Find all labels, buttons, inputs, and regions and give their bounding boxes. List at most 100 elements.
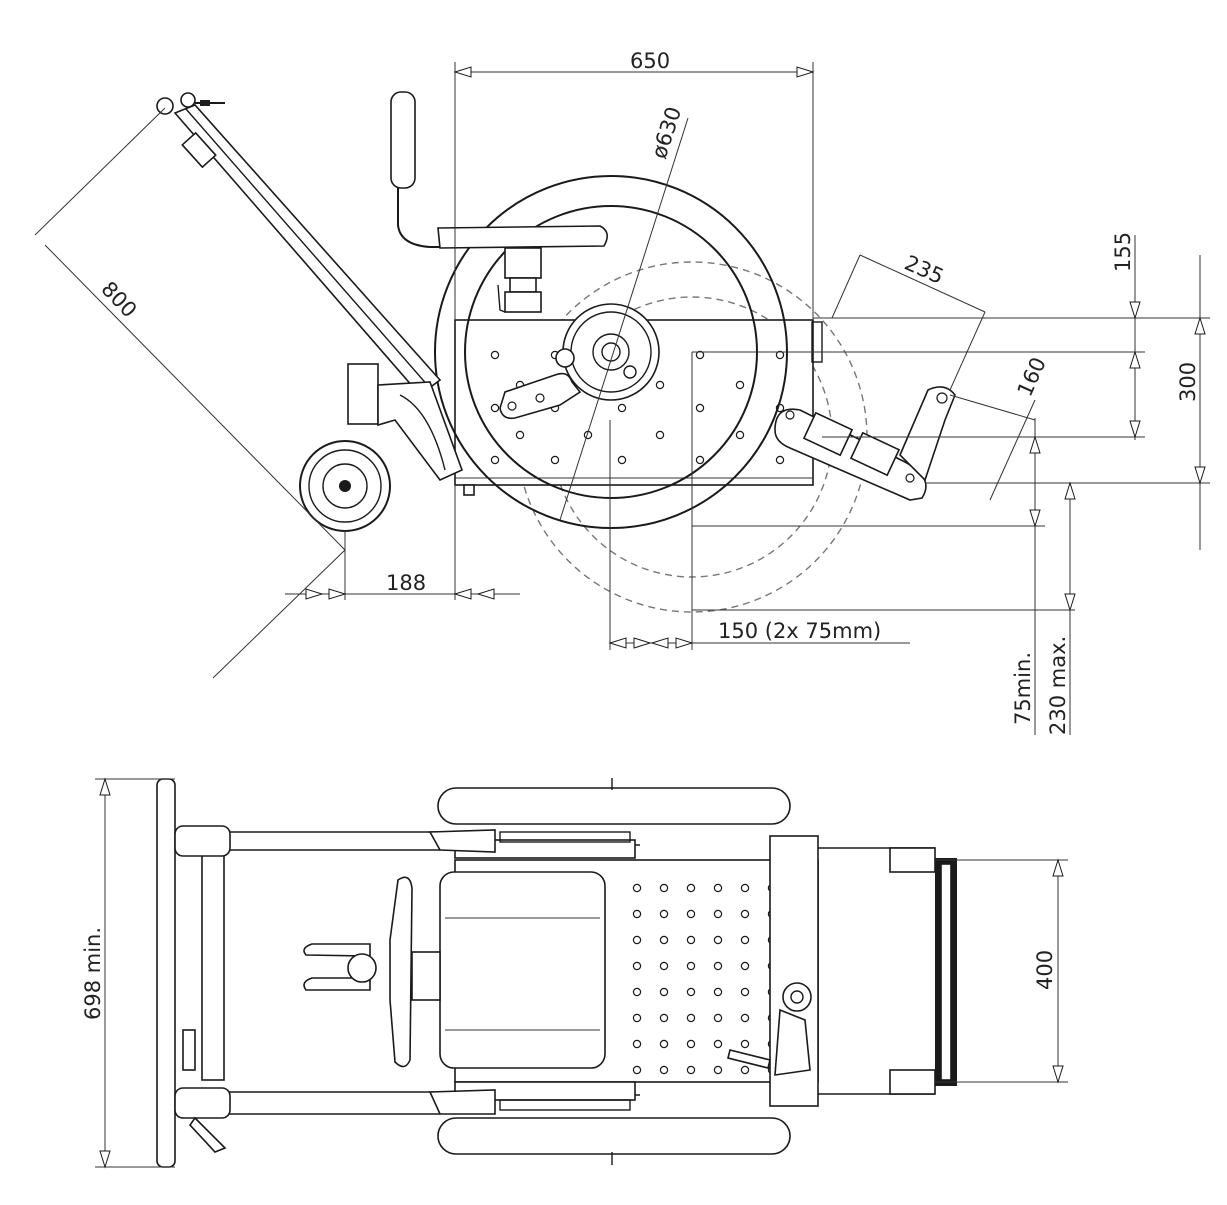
frame-foot xyxy=(463,484,475,496)
frame-hole xyxy=(740,1065,750,1075)
top-view: 698 min. 400 xyxy=(81,777,1068,1169)
top-backrest xyxy=(389,876,413,1068)
dimension-arrowhead xyxy=(796,66,815,78)
frame-hole xyxy=(632,1065,642,1075)
dimension-arrowhead xyxy=(1194,316,1206,335)
dimension-arrowhead xyxy=(1064,593,1076,612)
push-handle xyxy=(156,92,442,397)
frame-hole xyxy=(740,1039,750,1049)
dimension-arrowhead xyxy=(1129,301,1141,320)
frame-hole xyxy=(659,935,669,945)
dim-label-188: 188 xyxy=(386,571,426,595)
dim-label-155: 155 xyxy=(1111,232,1135,272)
dimension-arrowhead xyxy=(675,637,694,649)
dimension-arrowhead xyxy=(328,588,347,600)
frame-hole xyxy=(713,1065,723,1075)
frame-hole xyxy=(490,403,500,413)
dim-label-230max: 230 max. xyxy=(1046,636,1070,735)
frame-hole xyxy=(632,987,642,997)
frame-hole xyxy=(659,1065,669,1075)
frame-hole xyxy=(632,961,642,971)
frame-hole xyxy=(655,380,665,390)
frame-hole xyxy=(695,403,705,413)
frame-hole xyxy=(659,909,669,919)
top-wheel-lower xyxy=(437,1117,791,1155)
frame-hole xyxy=(515,430,525,440)
frame-hole xyxy=(686,1039,696,1049)
frame-hole xyxy=(735,430,745,440)
dimension-arrowhead xyxy=(608,637,627,649)
frame-hole xyxy=(632,935,642,945)
frame-hole xyxy=(686,961,696,971)
frame-hole xyxy=(775,350,785,360)
top-dimension-lines xyxy=(95,778,1068,1168)
dimension-arrowhead xyxy=(633,637,652,649)
frame-hole xyxy=(659,883,669,893)
frame-hole xyxy=(713,935,723,945)
footrest xyxy=(774,386,956,501)
top-wheel-upper xyxy=(437,787,791,825)
dim-label-800: 800 xyxy=(96,277,141,323)
frame-hole xyxy=(695,455,705,465)
dimension-arrowhead xyxy=(1052,858,1064,877)
frame-hole xyxy=(659,987,669,997)
rear-caster xyxy=(299,363,464,532)
dim-label-650: 650 xyxy=(630,49,670,73)
dim-label-400: 400 xyxy=(1033,950,1057,990)
frame-hole xyxy=(775,455,785,465)
frame-hole xyxy=(632,1013,642,1023)
dimension-arrowhead xyxy=(476,588,495,600)
top-brake-handle xyxy=(303,943,377,991)
seat xyxy=(437,225,608,313)
dimension-arrowhead xyxy=(1052,1065,1064,1084)
frame-hole xyxy=(655,430,665,440)
dim-label-150: 150 (2x 75mm) xyxy=(718,619,881,643)
dimension-arrowhead xyxy=(650,637,669,649)
frame-hole xyxy=(490,350,500,360)
dimension-arrowhead xyxy=(1029,435,1041,454)
frame-hole-pattern xyxy=(490,350,785,465)
frame-hole xyxy=(659,961,669,971)
frame-hole xyxy=(686,1013,696,1023)
frame-hole xyxy=(632,883,642,893)
frame-hole xyxy=(632,1039,642,1049)
dimension-arrowhead xyxy=(305,588,324,600)
frame-hole xyxy=(632,909,642,919)
dimension-arrowhead xyxy=(1129,420,1141,439)
dim-label-235: 235 xyxy=(901,251,947,289)
dim-label-75min: 75min. xyxy=(1011,652,1035,725)
frame-hole xyxy=(713,909,723,919)
dim-label-160: 160 xyxy=(1013,354,1051,400)
frame-hole xyxy=(686,883,696,893)
dimension-arrowhead xyxy=(1029,509,1041,528)
frame-hole xyxy=(713,1013,723,1023)
frame-hole xyxy=(617,455,627,465)
frame-hole xyxy=(713,1039,723,1049)
dimension-arrowhead xyxy=(99,777,111,796)
frame-hole xyxy=(686,935,696,945)
frame-hole xyxy=(659,1039,669,1049)
top-dimension-arrows xyxy=(99,777,1064,1169)
top-push-handle xyxy=(156,778,496,1168)
frame-hole xyxy=(686,1065,696,1075)
dim-label-300: 300 xyxy=(1176,362,1200,402)
frame-hole xyxy=(550,455,560,465)
dimension-arrowhead xyxy=(99,1150,111,1169)
frame-hole xyxy=(686,987,696,997)
dimension-arrowhead xyxy=(1064,481,1076,500)
side-dimension-arrows xyxy=(305,66,1206,649)
crank-arm xyxy=(499,348,582,420)
frame-hole xyxy=(617,403,627,413)
top-seat-cushion xyxy=(439,871,606,1069)
frame-hole xyxy=(695,350,705,360)
dimension-arrowhead xyxy=(1194,466,1206,485)
frame-hole xyxy=(740,883,750,893)
dimension-arrowhead xyxy=(453,66,472,78)
frame-hole xyxy=(740,935,750,945)
frame-hole xyxy=(740,1013,750,1023)
frame-hole xyxy=(740,909,750,919)
brake-disc xyxy=(562,303,660,401)
frame-hole xyxy=(659,1013,669,1023)
dimension-arrowhead xyxy=(453,588,472,600)
